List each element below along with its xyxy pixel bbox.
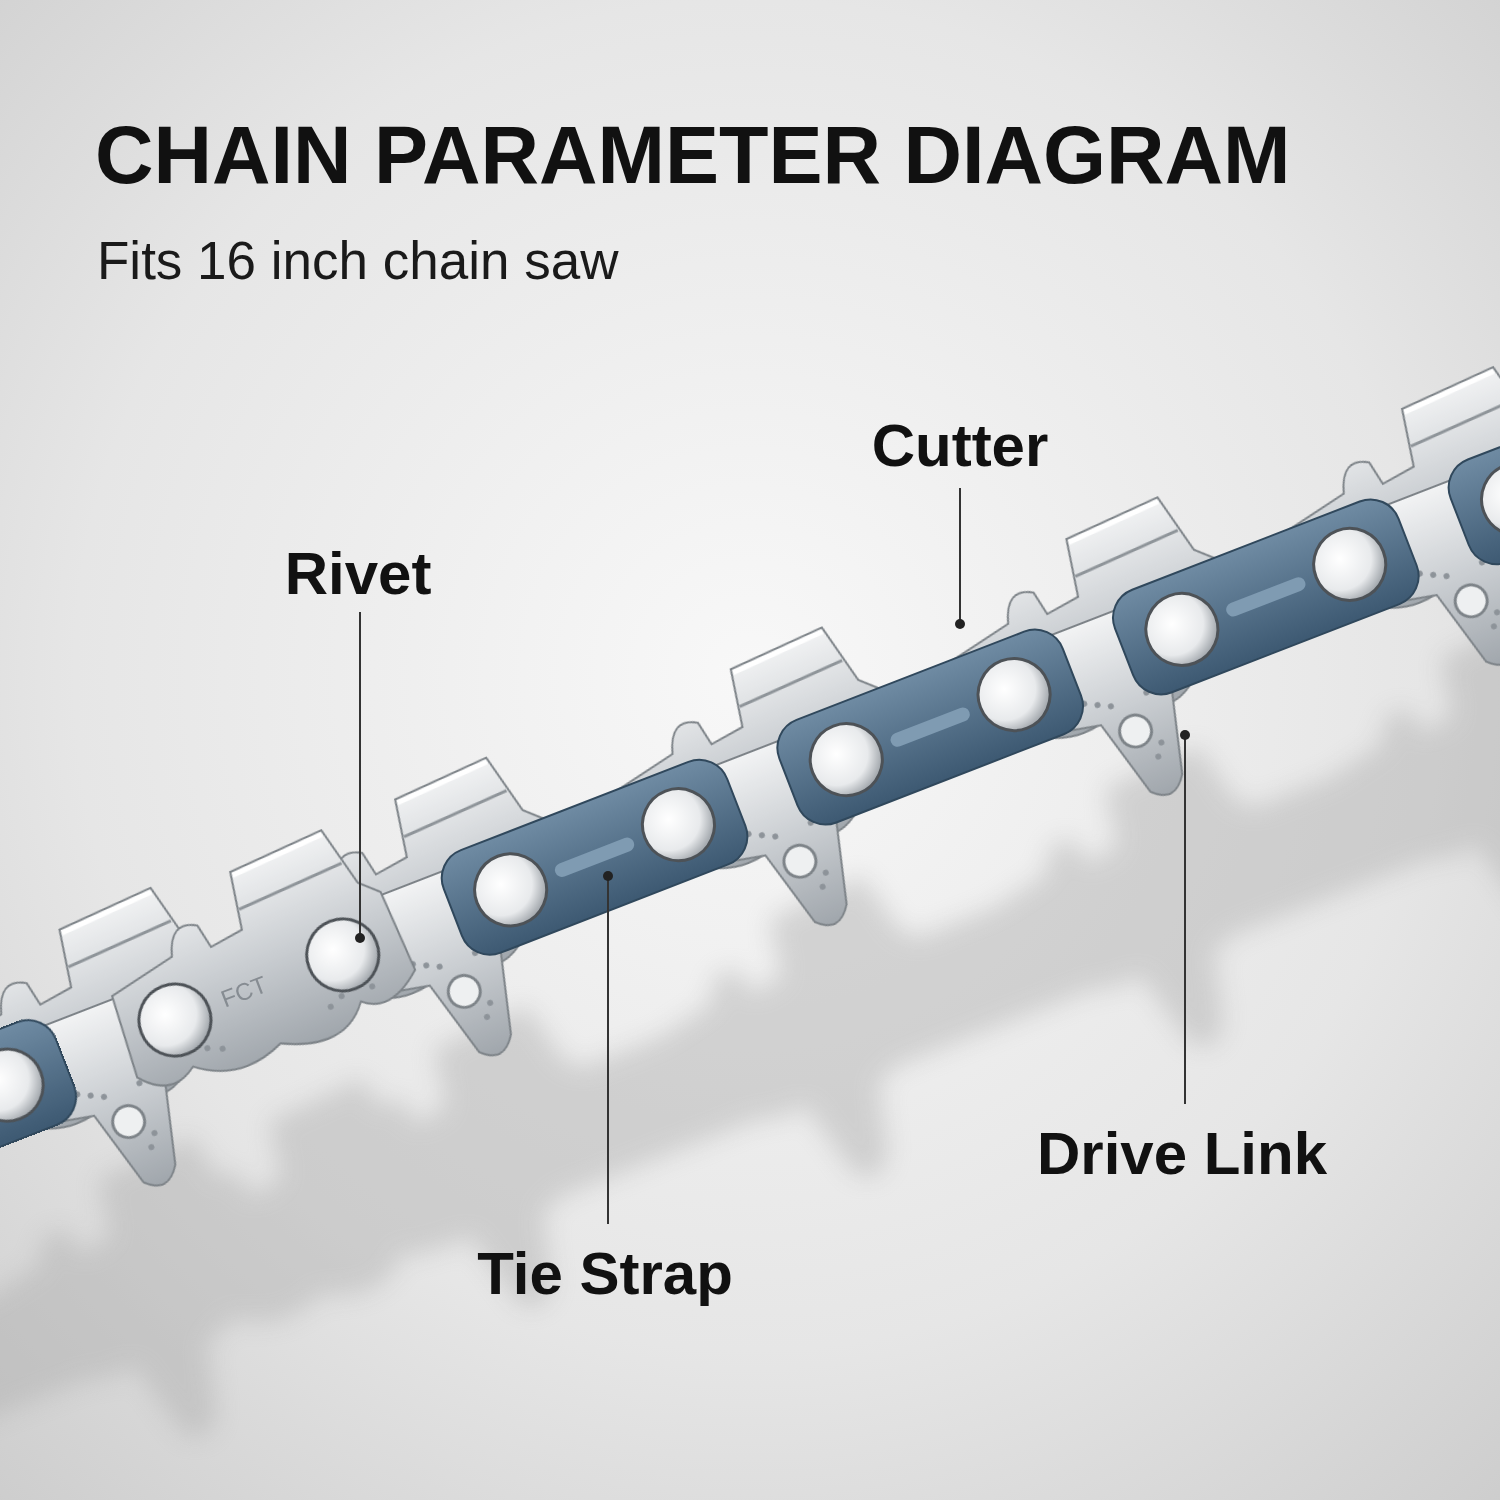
diagram-title: CHAIN PARAMETER DIAGRAM [95,115,1290,196]
part-label: Drive Link [1037,1124,1327,1184]
leader-line [607,876,609,1224]
part-label: Cutter [872,416,1049,476]
leader-dot [603,871,613,881]
leader-dot [955,619,965,629]
subtitle: Fits 16 inch chain saw [97,234,618,287]
saw-chain [0,289,1500,1312]
stamp-mark: FCT [218,972,270,1011]
leader-line [359,612,361,938]
leader-dot [355,933,365,943]
leader-line [959,488,961,624]
leader-dot [1180,730,1190,740]
leader-line [1184,735,1186,1104]
part-label: Rivet [285,544,432,604]
part-label: Tie Strap [477,1244,733,1304]
